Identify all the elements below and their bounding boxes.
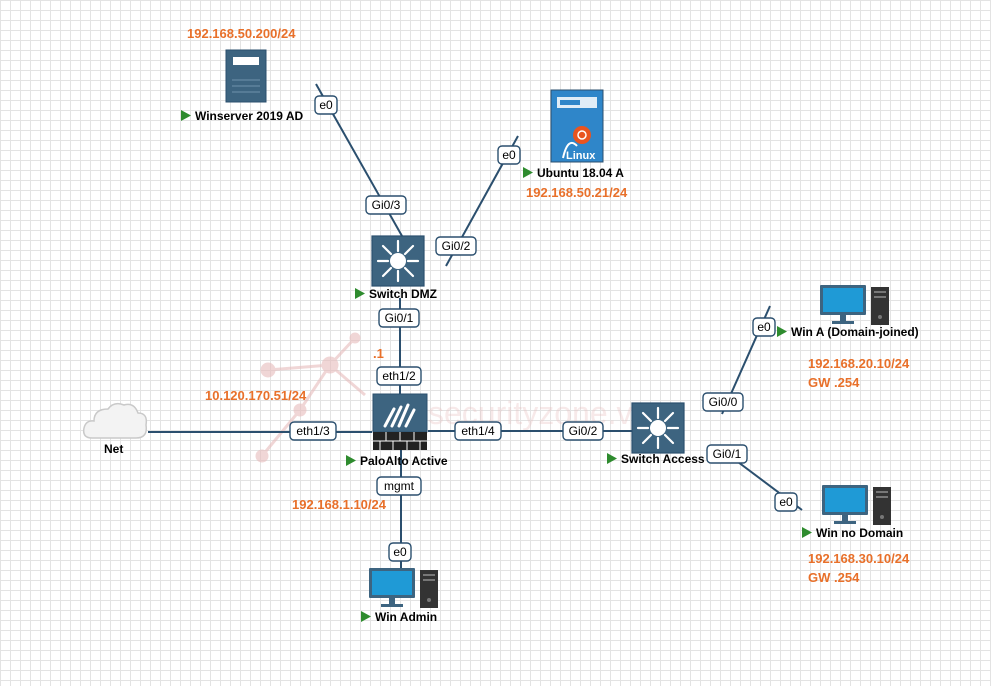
run-indicator-icon	[346, 455, 356, 466]
run-indicator-icon	[523, 167, 533, 178]
node-label: Winserver 2019 AD	[195, 109, 304, 123]
switch-icon	[630, 401, 686, 455]
svg-text:Gi0/0: Gi0/0	[709, 395, 738, 409]
node-label: Net	[104, 442, 123, 456]
ip-paloalto-mgmt: 192.168.1.10/24	[292, 497, 387, 512]
node-win-a[interactable]: Win A (Domain-joined)	[777, 285, 919, 339]
watermark: securityzone.vn	[255, 332, 650, 463]
run-indicator-icon	[802, 527, 812, 538]
node-label: Switch DMZ	[369, 287, 437, 301]
node-switch-dmz[interactable]: Switch DMZ	[355, 234, 437, 301]
linux-icon: Linux	[550, 89, 604, 163]
svg-text:mgmt: mgmt	[384, 479, 415, 493]
svg-text:eth1/3: eth1/3	[296, 424, 330, 438]
ip-paloalto-dmz: .1	[373, 346, 384, 361]
port-acc-gi01[interactable]: Gi0/1	[706, 444, 748, 464]
links	[148, 83, 803, 568]
ip-win-no-domain: 192.168.30.10/24	[808, 551, 910, 566]
port-pa-eth14[interactable]: eth1/4	[454, 421, 502, 441]
gw-win-a: GW .254	[808, 375, 860, 390]
svg-text:Gi0/2: Gi0/2	[569, 424, 598, 438]
port-dmz-gi02[interactable]: Gi0/2	[435, 236, 477, 256]
svg-text:e0: e0	[502, 148, 516, 162]
node-label: Win A (Domain-joined)	[791, 325, 919, 339]
node-winserver[interactable]: Winserver 2019 AD	[181, 49, 304, 123]
pc-icon	[369, 568, 438, 608]
svg-text:e0: e0	[393, 545, 407, 559]
port-pa-mgmt[interactable]: mgmt	[376, 476, 422, 496]
svg-text:eth1/4: eth1/4	[461, 424, 495, 438]
node-label: Switch Access	[621, 452, 705, 466]
pc-icon	[822, 485, 891, 525]
ip-ubuntu: 192.168.50.21/24	[526, 185, 628, 200]
svg-text:eth1/2: eth1/2	[382, 369, 416, 383]
node-switch-access[interactable]: Switch Access	[607, 401, 705, 466]
svg-text:e0: e0	[779, 495, 793, 509]
svg-text:Gi0/1: Gi0/1	[713, 447, 742, 461]
run-indicator-icon	[355, 288, 365, 299]
linux-badge-text: Linux	[566, 150, 596, 162]
port-acc-gi02[interactable]: Gi0/2	[562, 421, 604, 441]
node-label: Win no Domain	[816, 526, 903, 540]
firewall-icon	[372, 393, 428, 450]
svg-text:e0: e0	[319, 98, 333, 112]
node-net[interactable]: Net	[82, 402, 148, 456]
svg-text:Gi0/1: Gi0/1	[385, 311, 414, 325]
run-indicator-icon	[361, 611, 371, 622]
gw-win-no-domain: GW .254	[808, 570, 860, 585]
node-label: Ubuntu 18.04 A	[537, 166, 624, 180]
run-indicator-icon	[181, 110, 191, 121]
port-labels: e0 Gi0/3 e0 Gi0/2 Gi0/1 eth1/2 eth1/3 e	[289, 95, 798, 562]
server-icon	[225, 49, 267, 103]
svg-text:Gi0/3: Gi0/3	[372, 198, 401, 212]
ip-win-a: 192.168.20.10/24	[808, 356, 910, 371]
port-pa-eth13[interactable]: eth1/3	[289, 421, 337, 441]
svg-text:e0: e0	[757, 320, 771, 334]
port-dmz-gi03[interactable]: Gi0/3	[365, 195, 407, 215]
node-label: PaloAlto Active	[360, 454, 448, 468]
port-pa-eth12[interactable]: eth1/2	[376, 366, 422, 386]
pc-icon	[820, 285, 889, 325]
port-dmz-gi01[interactable]: Gi0/1	[378, 308, 420, 328]
port-ubuntu-e0[interactable]: e0	[497, 145, 521, 165]
ip-paloalto-outside: 10.120.170.51/24	[205, 388, 307, 403]
port-acc-gi00[interactable]: Gi0/0	[702, 392, 744, 412]
run-indicator-icon	[777, 326, 787, 337]
port-winnd-e0[interactable]: e0	[774, 492, 798, 512]
node-paloalto[interactable]: PaloAlto Active	[346, 393, 448, 468]
port-winserver-e0[interactable]: e0	[314, 95, 338, 115]
switch-icon	[370, 234, 426, 288]
node-win-no-domain[interactable]: Win no Domain	[802, 485, 903, 540]
node-win-admin[interactable]: Win Admin	[361, 568, 438, 624]
node-label: Win Admin	[375, 610, 437, 624]
node-ubuntu[interactable]: Linux Ubuntu 18.04 A	[523, 89, 624, 180]
ip-winserver: 192.168.50.200/24	[187, 26, 296, 41]
port-admin-e0[interactable]: e0	[388, 542, 412, 562]
port-wina-e0[interactable]: e0	[752, 317, 776, 337]
cloud-icon	[82, 402, 148, 439]
svg-text:Gi0/2: Gi0/2	[442, 239, 471, 253]
run-indicator-icon	[607, 453, 617, 464]
